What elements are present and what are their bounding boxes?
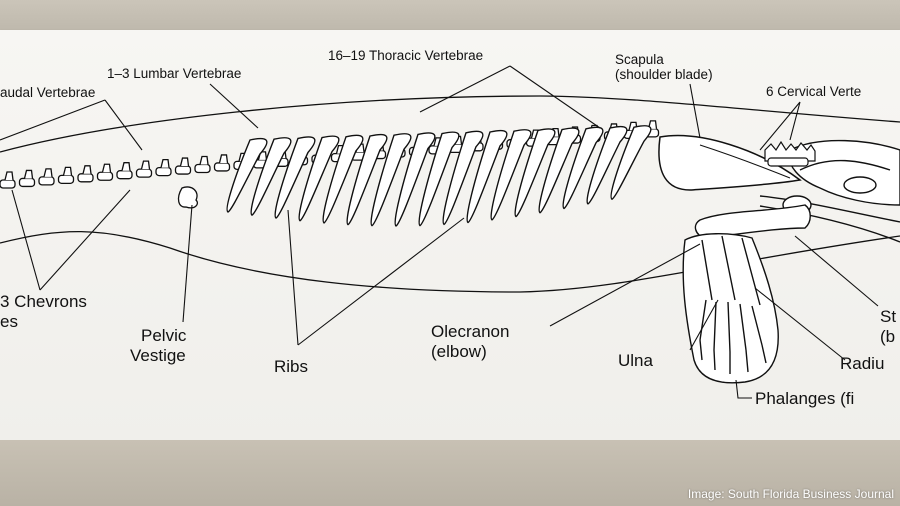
vertebra-spine — [199, 155, 209, 165]
label-pelvic-vestige: Vestige — [130, 346, 186, 365]
label-pelvic: Pelvic — [141, 326, 187, 345]
rib — [322, 134, 364, 224]
leader-lines — [0, 65, 879, 399]
label-scapula-sub: (shoulder blade) — [615, 67, 713, 82]
vertebra-spine — [160, 158, 170, 168]
vertebra-spine — [62, 166, 73, 176]
rib — [370, 133, 412, 227]
vertebra-spine — [218, 154, 229, 164]
rib — [490, 129, 532, 221]
vertebra — [135, 168, 153, 178]
vertebra — [57, 174, 75, 185]
vertebra-spine — [4, 171, 14, 181]
rib — [610, 125, 652, 200]
vertebra — [213, 162, 231, 172]
skull — [759, 139, 900, 243]
label-ribs: Ribs — [274, 357, 309, 376]
rib — [394, 132, 436, 227]
scapula-bone — [658, 134, 802, 191]
vertebra-spine — [140, 160, 151, 170]
label-scapula: Scapula — [615, 52, 664, 67]
wall-bottom — [0, 440, 900, 506]
vertebra — [116, 170, 133, 180]
pelvic-vestige-bone — [177, 186, 199, 209]
image-credit: Image: South Florida Business Journal — [687, 487, 894, 501]
rib — [586, 125, 628, 205]
label-chevrons: 3 Chevrons — [0, 292, 87, 311]
vertebra-spine — [121, 162, 131, 171]
rib — [562, 126, 604, 210]
vertebra-spine — [23, 169, 34, 179]
rib — [274, 136, 316, 219]
vertebra — [77, 173, 94, 183]
label-olecranon: Olecranon — [431, 322, 510, 341]
vertebra-spine — [101, 163, 112, 173]
rib — [538, 127, 580, 214]
label-chevrons-sub: es — [0, 312, 18, 331]
label-thoracic-vertebrae: 16–19 Thoracic Vertebrae — [328, 48, 484, 63]
rib — [442, 130, 484, 226]
label-olecranon-sub: (elbow) — [431, 342, 487, 361]
rib — [226, 137, 268, 213]
rib — [418, 131, 460, 227]
ribs-group — [226, 125, 652, 227]
vertebra — [96, 171, 114, 181]
label-cervical-vertebrae: 6 Cervical Verte — [766, 84, 862, 99]
label-sternum: St — [880, 307, 897, 326]
forelimb — [682, 204, 811, 384]
vertebra-spine — [43, 168, 53, 178]
body-outline — [0, 95, 900, 153]
label-sternum-sub: (b — [880, 327, 896, 346]
vertebra — [155, 166, 172, 177]
rib — [250, 137, 292, 216]
rib — [466, 129, 508, 224]
cervical-vertebrae — [764, 140, 816, 167]
vertebra — [194, 163, 211, 174]
vertebra — [174, 165, 192, 175]
rib — [514, 128, 556, 218]
vertebra — [0, 179, 16, 189]
vertebra-spine — [179, 157, 190, 167]
rib — [298, 135, 340, 222]
vertebra — [38, 176, 55, 186]
wall-top — [0, 0, 900, 34]
label-radius: Radiu — [840, 354, 885, 373]
label-caudal-vertebrae: audal Vertebrae — [0, 85, 96, 100]
label-ulna: Ulna — [618, 351, 653, 370]
vertebra — [18, 177, 36, 188]
rib — [346, 133, 388, 226]
label-phalanges: Phalanges (fi — [755, 389, 855, 408]
label-lumbar-vertebrae: 1–3 Lumbar Vertebrae — [107, 66, 242, 81]
vertebra-spine — [82, 165, 92, 174]
